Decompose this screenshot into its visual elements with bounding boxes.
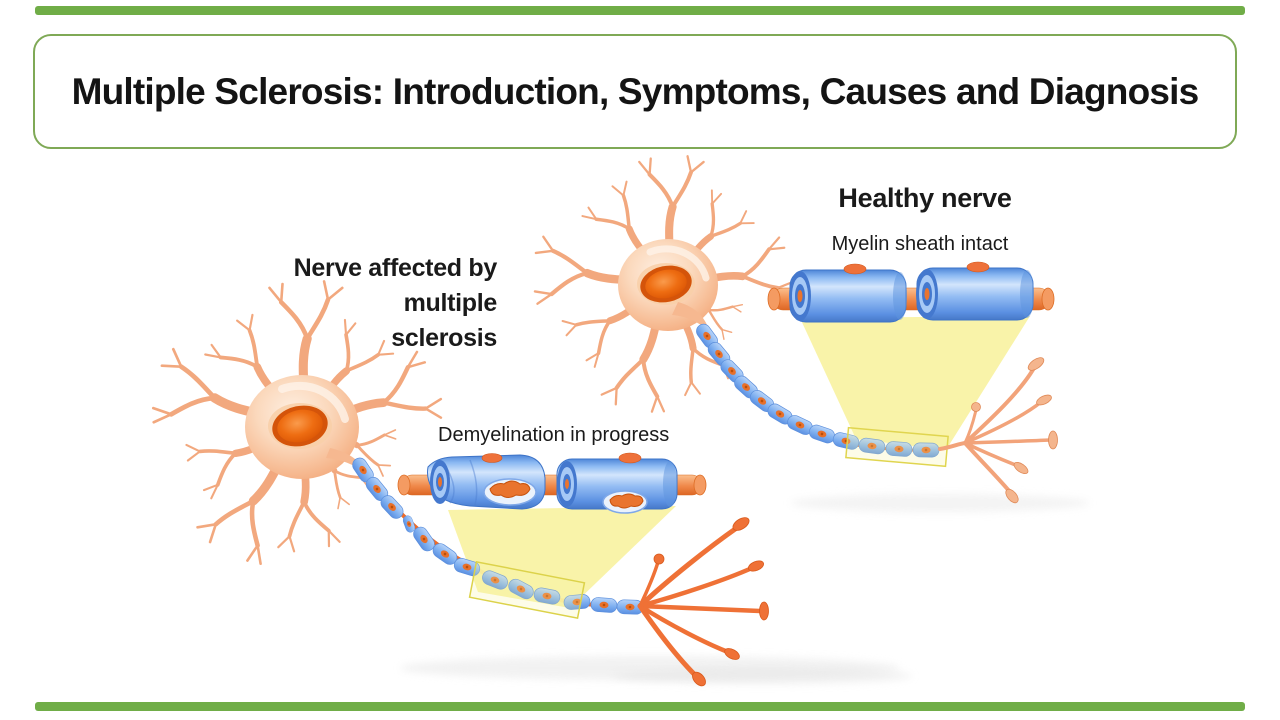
affected-axon-terminals: [637, 524, 763, 679]
spotlight-source-box-affected: [468, 560, 586, 620]
healthy-nerve-label: Healthy nerve: [838, 183, 1012, 213]
affected-nerve-label-line1: Nerve affected by: [293, 254, 498, 282]
healthy-terminal-boutons: [971, 357, 1058, 504]
healthy-neuron-illustration: [531, 156, 1058, 504]
myelin-intact-caption: Myelin sheath intact: [831, 233, 1009, 255]
affected-axon-hillock: [326, 448, 366, 474]
spotlight-healthy: [800, 316, 1030, 450]
affected-nerve-label: Nerve affected by multiple sclerosis: [230, 251, 498, 356]
myelin-closeup-healthy: [767, 261, 1055, 323]
affected-nucleus: [268, 403, 332, 449]
title-box: Multiple Sclerosis: Introduction, Sympto…: [33, 34, 1237, 149]
demyelination-caption: Demyelination in progress: [438, 424, 670, 446]
top-accent-bar: [35, 6, 1245, 15]
bottom-accent-bar: [35, 702, 1245, 711]
spotlight-source-box-healthy: [845, 426, 949, 468]
slide-title: Multiple Sclerosis: Introduction, Sympto…: [71, 70, 1200, 112]
myelin-closeup-affected: [397, 452, 707, 514]
healthy-nucleus: [637, 263, 695, 305]
nerve-illustration: Nerve affected by multiple sclerosis Dem…: [0, 150, 1280, 710]
affected-nerve-label-line2: multiple: [403, 289, 498, 317]
affected-terminal-boutons: [653, 517, 769, 687]
affected-neuron-illustration: [147, 281, 769, 687]
healthy-axon-hillock: [672, 302, 710, 333]
affected-nerve-label-line3: sclerosis: [391, 324, 497, 352]
